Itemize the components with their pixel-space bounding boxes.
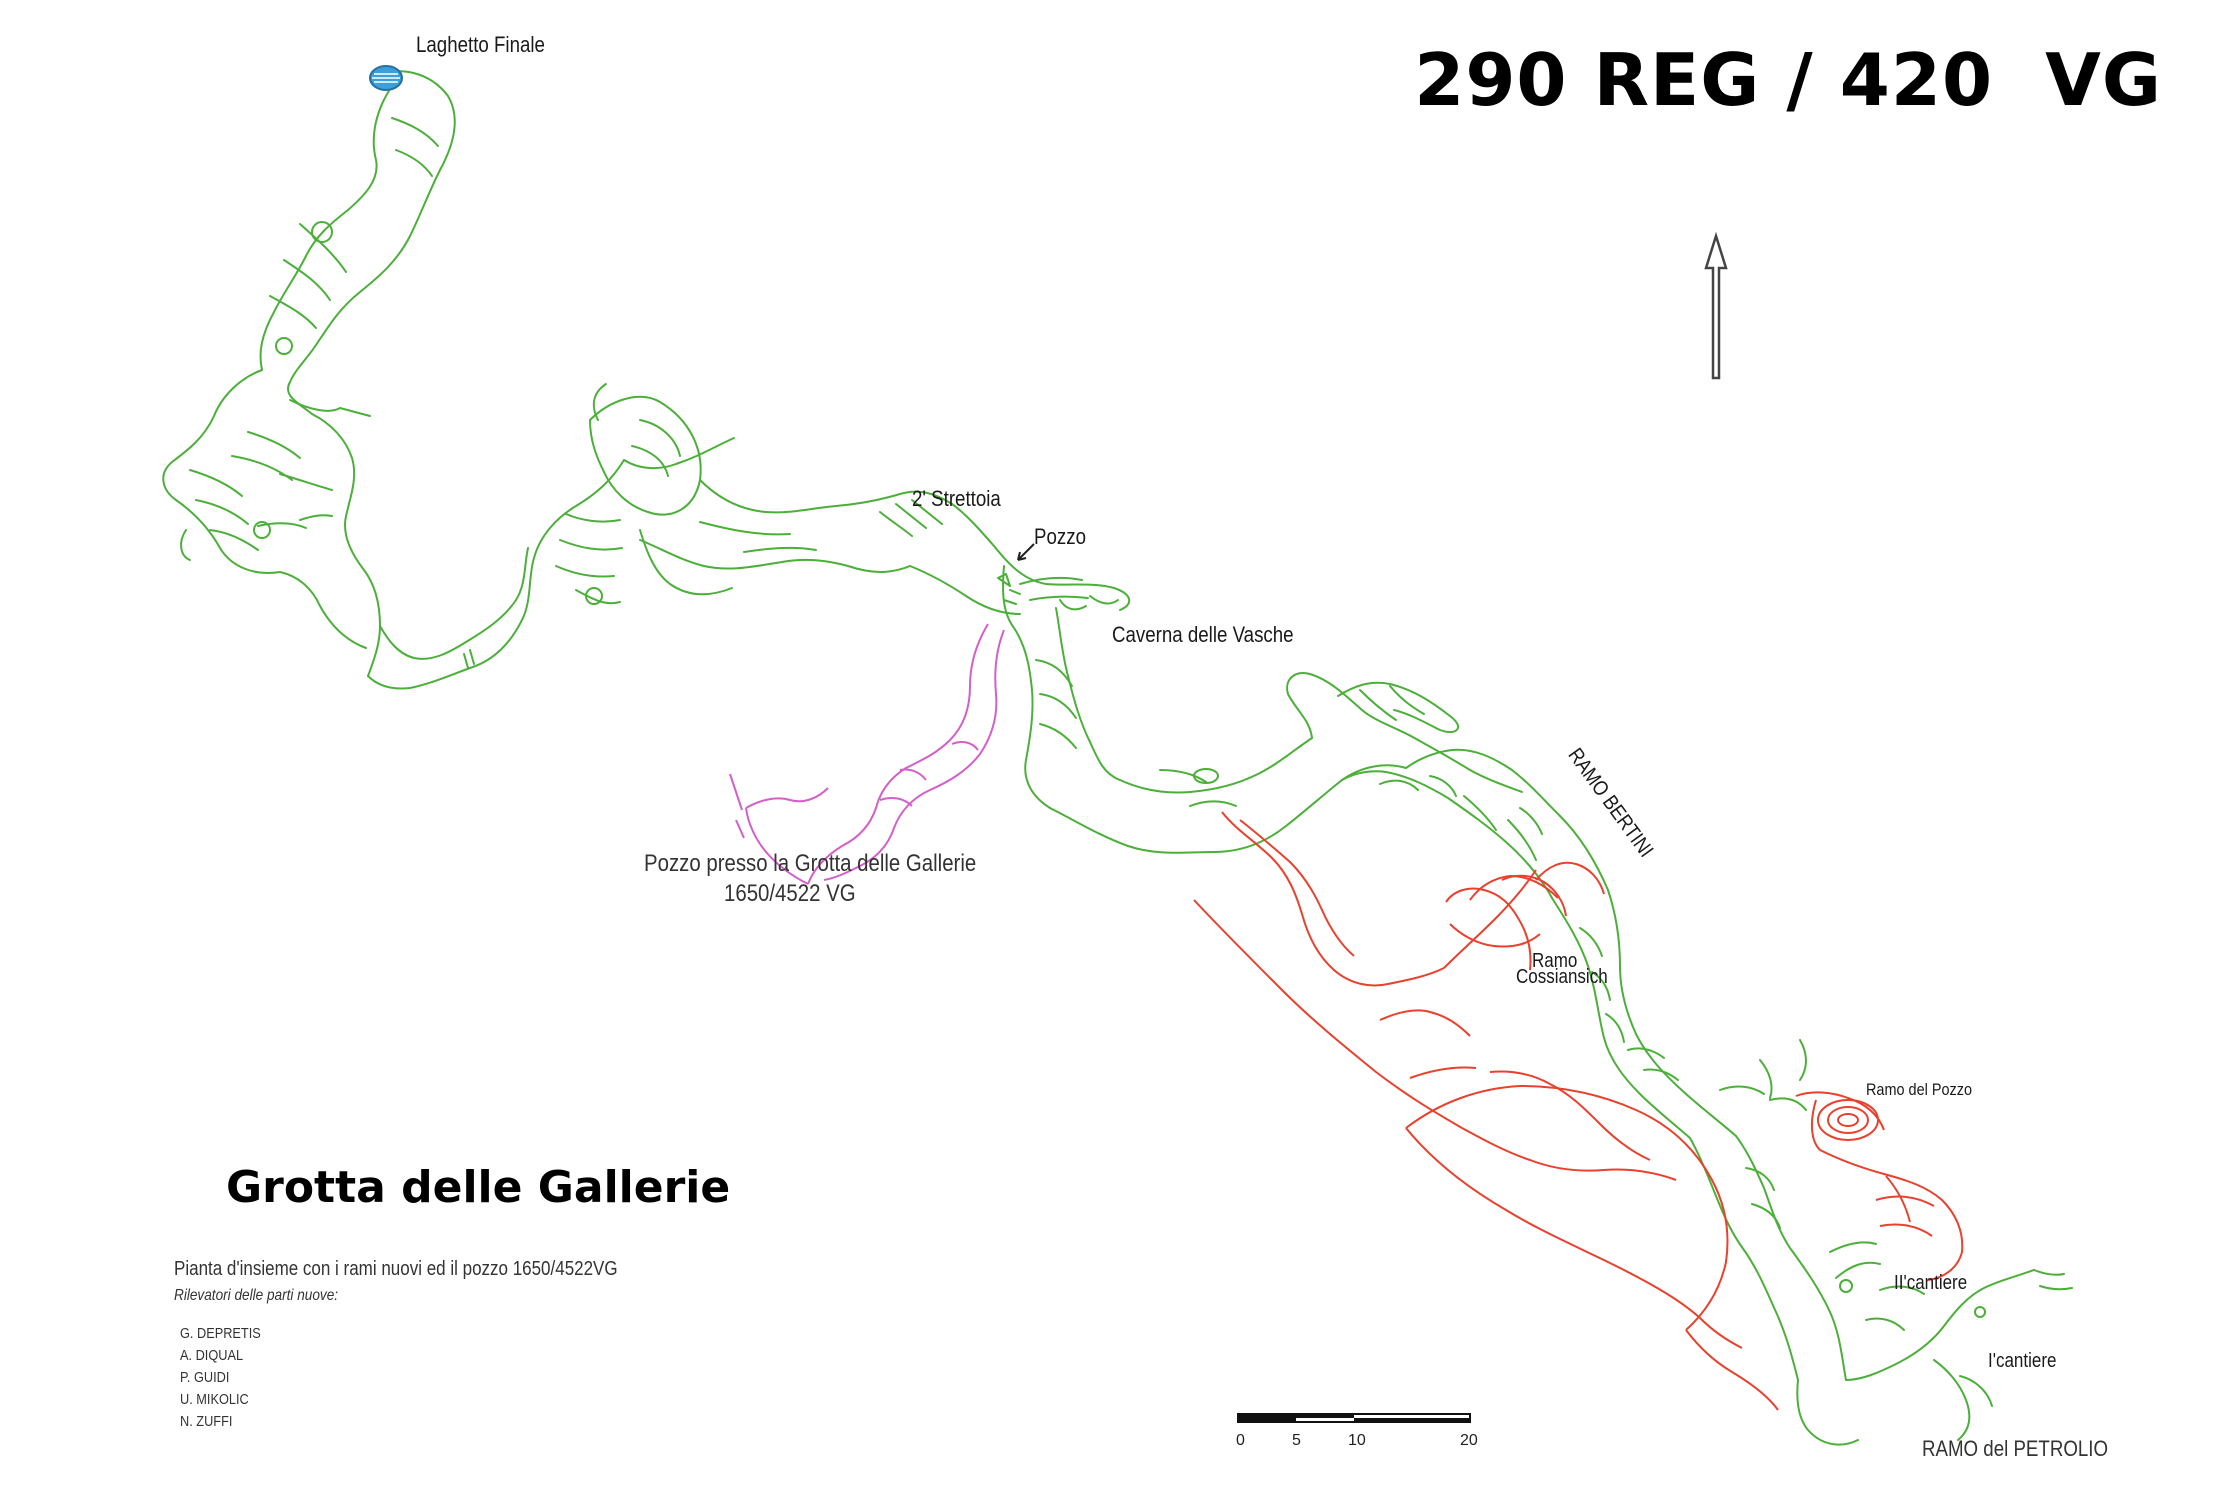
label-ii-cantiere: II'cantiere [1894, 1272, 1968, 1294]
label-pozzo-presso-line1: Pozzo presso la Grotta delle Gallerie [644, 850, 977, 877]
scale-bar: 0 5 10 20 [1236, 1412, 1478, 1477]
label-ramo-del-pozzo: Ramo del Pozzo [1866, 1080, 1973, 1099]
label-ramo-cossiansich-line2: Cossiansich [1516, 966, 1608, 988]
scale-tick-5: 5 [1292, 1432, 1301, 1449]
scale-tick-0: 0 [1236, 1432, 1245, 1449]
surveyor-item: U. MIKOLIC [180, 1391, 249, 1408]
label-ramo-del-petrolio: RAMO del PETROLIO [1922, 1436, 2109, 1461]
north-arrow-icon [1704, 231, 1728, 380]
registry-code: 290 REG / 420 VG [1414, 38, 2162, 122]
label-caverna-delle-vasche: Caverna delle Vasche [1112, 622, 1294, 647]
scale-bar-graphic [1237, 1413, 1471, 1423]
label-pozzo: Pozzo [1034, 524, 1086, 549]
pozzo-pointer-icon [1017, 543, 1035, 561]
surveyor-item: A. DIQUAL [180, 1347, 244, 1364]
cave-name-title: Grotta delle Gallerie [226, 1162, 731, 1213]
surveyor-item: G. DEPRETIS [180, 1325, 261, 1342]
lake-icon [369, 65, 403, 91]
legend-description: Pianta d'insieme con i rami nuovi ed il … [174, 1258, 618, 1280]
scale-tick-10: 10 [1348, 1432, 1366, 1449]
scale-tick-20: 20 [1460, 1432, 1478, 1449]
label-i-cantiere: I'cantiere [1988, 1350, 2057, 1372]
new-branches-survey [1193, 811, 1964, 1411]
main-gallery-survey [162, 70, 2073, 1446]
label-pozzo-presso-line2: 1650/4522 VG [724, 880, 856, 907]
surveyor-item: P. GUIDI [180, 1369, 230, 1386]
surveyors-list: G. DEPRETIS A. DIQUAL P. GUIDI U. MIKOLI… [180, 1323, 696, 1433]
pozzo-1650-survey [729, 623, 1005, 885]
legend-surveyors-title: Rilevatori delle parti nuove: [174, 1287, 339, 1304]
label-laghetto-finale: Laghetto Finale [416, 32, 545, 57]
label-strettoia: 2' Strettoia [912, 486, 1001, 511]
survey-legend: Pianta d'insieme con i rami nuovi ed il … [174, 1258, 696, 1433]
label-ramo-cossiansich-line1: Ramo [1532, 950, 1578, 972]
surveyor-item: N. ZUFFI [180, 1413, 233, 1430]
